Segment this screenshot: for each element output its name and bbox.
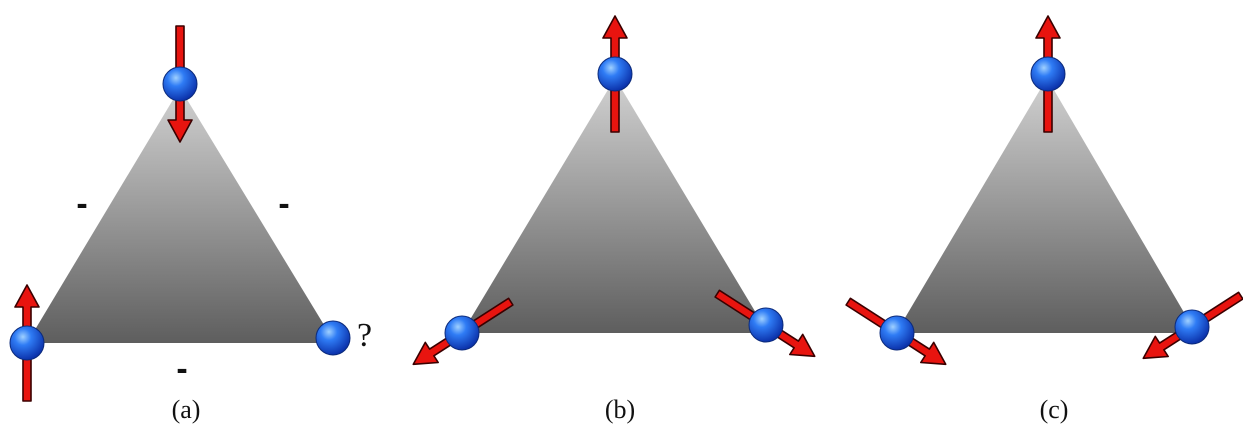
caption-c: (c) xyxy=(1040,395,1069,424)
bond-sign-right: - xyxy=(278,185,289,223)
spin-bottom-left xyxy=(9,284,45,402)
panel-b: (b) xyxy=(462,78,768,424)
spin-site-sphere xyxy=(1174,309,1210,345)
unknown-spin-mark: ? xyxy=(357,317,372,354)
spin-bottom-right xyxy=(714,289,816,358)
caption-b: (b) xyxy=(605,395,635,424)
spin-top xyxy=(162,25,198,143)
triangle-b xyxy=(462,78,768,333)
spin-bottom-left xyxy=(412,297,514,366)
spin-top xyxy=(1030,15,1066,133)
caption-a: (a) xyxy=(172,395,201,424)
panel-a: - - - ? (a) xyxy=(27,88,372,424)
spins-layer xyxy=(9,15,1243,402)
triangle-a xyxy=(27,88,335,343)
spin-top xyxy=(597,15,633,133)
spin-bottom-left xyxy=(845,297,947,366)
spin-site-sphere xyxy=(597,56,633,92)
spin-site-sphere xyxy=(315,320,351,356)
spin-site-sphere xyxy=(9,325,45,361)
spin-site-sphere xyxy=(879,315,915,351)
spin-site-sphere xyxy=(162,66,198,102)
bond-sign-left: - xyxy=(76,185,87,223)
spin-site-sphere xyxy=(1030,56,1066,92)
panel-c: (c) xyxy=(896,78,1196,424)
bond-sign-bottom: - xyxy=(176,350,187,388)
spin-site-sphere xyxy=(748,307,784,343)
triangle-c xyxy=(896,78,1196,333)
spin-bottom-right xyxy=(1142,291,1243,360)
spin-site-sphere xyxy=(444,315,480,351)
spin-bottom-right xyxy=(315,320,351,356)
